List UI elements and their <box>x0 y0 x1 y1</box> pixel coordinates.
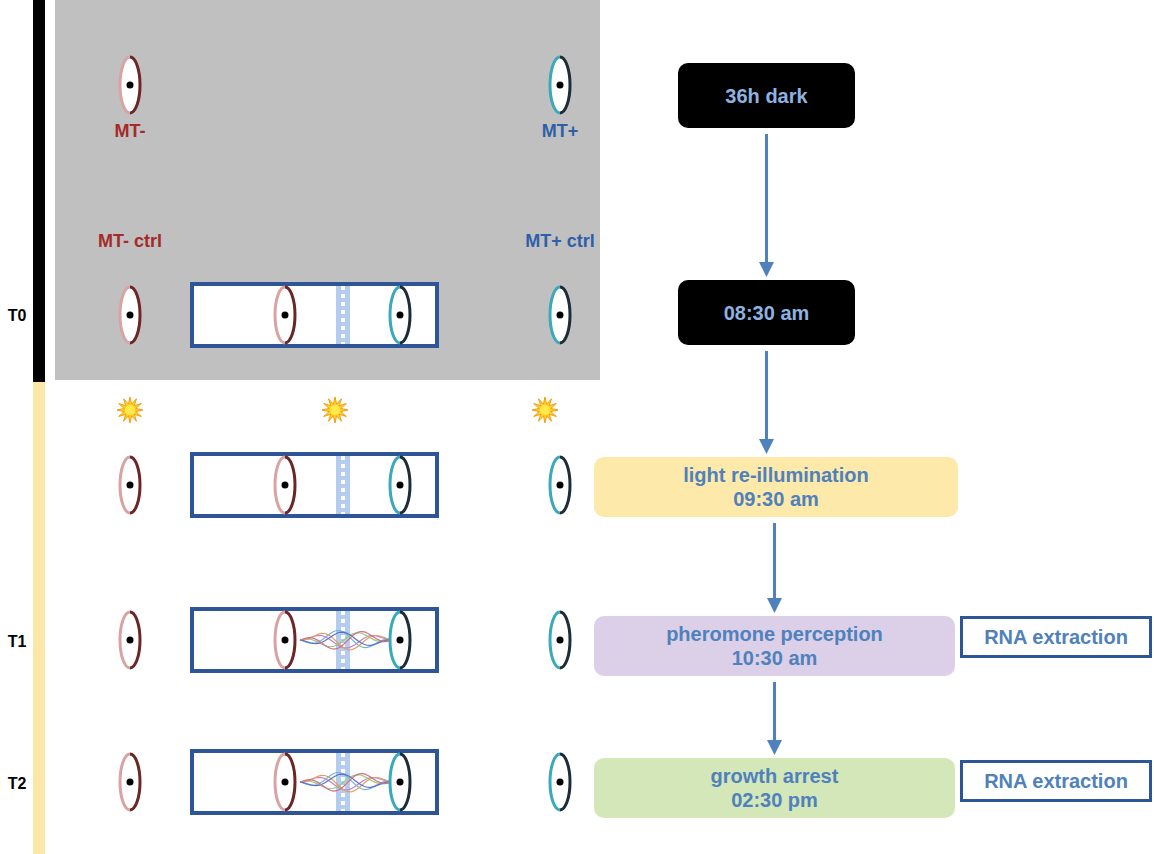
nucleus <box>397 637 404 644</box>
box-text: 08:30 am <box>724 301 810 325</box>
pheromone-signal <box>300 632 392 650</box>
co-culture-chamber <box>192 454 437 516</box>
step-box: growth arrest02:30 pm <box>594 758 955 818</box>
nucleus <box>127 82 134 89</box>
box-text: 09:30 am <box>733 487 819 511</box>
box-text: 36h dark <box>725 84 807 108</box>
nucleus <box>557 637 564 644</box>
nucleus <box>127 637 134 644</box>
strain-label: MT+ <box>542 121 579 142</box>
flow-arrow <box>765 351 768 451</box>
action-box: RNA extraction <box>960 760 1152 802</box>
nucleus <box>282 779 289 786</box>
flow-arrow <box>773 682 776 752</box>
sun-core <box>125 405 135 415</box>
cell <box>390 754 410 810</box>
sun-rays <box>117 397 143 423</box>
nucleus <box>282 482 289 489</box>
pheromone-signal <box>300 774 392 792</box>
box-text: RNA extraction <box>984 625 1128 649</box>
dark-phase-bar <box>33 0 45 382</box>
light-phase-bar <box>33 382 45 854</box>
sun-icon <box>322 397 348 423</box>
chamber-outline <box>192 284 437 346</box>
sun-rays <box>322 397 348 423</box>
box-text: pheromone perception <box>666 622 883 646</box>
cells <box>117 57 570 813</box>
cell <box>550 754 570 810</box>
box-text: 02:30 pm <box>731 788 818 812</box>
co-culture-chamber <box>192 609 437 671</box>
nucleus <box>397 312 404 319</box>
cell <box>550 612 570 668</box>
sun-core <box>330 405 340 415</box>
co-culture-chamber <box>192 284 437 346</box>
nucleus <box>557 312 564 319</box>
cell <box>120 287 140 343</box>
membrane-pores <box>341 456 345 514</box>
nucleus <box>127 779 134 786</box>
co-culture-chamber <box>192 751 437 813</box>
box-text: growth arrest <box>711 764 839 788</box>
membrane <box>336 286 350 344</box>
sun-icon <box>532 397 558 423</box>
box-text: light re-illumination <box>683 463 869 487</box>
time-label: T2 <box>8 775 27 793</box>
cell <box>120 754 140 810</box>
chamber-outline <box>192 751 437 813</box>
sun-icon <box>117 397 143 423</box>
cell <box>550 57 570 113</box>
control-label: MT- ctrl <box>98 231 162 252</box>
flow-arrow <box>773 523 776 610</box>
nucleus <box>557 482 564 489</box>
chamber-outline <box>192 609 437 671</box>
time-label: T1 <box>8 633 27 651</box>
cell <box>275 754 295 810</box>
cell <box>390 457 410 513</box>
flow-arrow <box>765 134 768 274</box>
dark-panel <box>55 0 600 380</box>
chamber-outline <box>192 454 437 516</box>
cell <box>275 612 295 668</box>
nucleus <box>127 482 134 489</box>
cell <box>390 612 410 668</box>
cell <box>120 457 140 513</box>
action-box: RNA extraction <box>960 616 1152 658</box>
control-label: MT+ ctrl <box>525 231 595 252</box>
cell <box>550 287 570 343</box>
cell <box>275 287 295 343</box>
nucleus <box>282 312 289 319</box>
sun-core <box>540 405 550 415</box>
step-box: pheromone perception10:30 am <box>594 616 955 676</box>
nucleus <box>397 779 404 786</box>
cell <box>120 612 140 668</box>
membrane <box>336 456 350 514</box>
step-box: light re-illumination09:30 am <box>594 457 958 517</box>
cell <box>120 57 140 113</box>
sun-rays <box>532 397 558 423</box>
cell <box>390 287 410 343</box>
nucleus <box>127 312 134 319</box>
box-text: RNA extraction <box>984 769 1128 793</box>
cell <box>275 457 295 513</box>
nucleus <box>557 82 564 89</box>
nucleus <box>397 482 404 489</box>
box-text: 10:30 am <box>732 646 818 670</box>
nucleus <box>282 637 289 644</box>
phase-box: 08:30 am <box>678 280 855 345</box>
phase-box: 36h dark <box>678 63 855 128</box>
cell <box>550 457 570 513</box>
nucleus <box>557 779 564 786</box>
time-label: T0 <box>8 307 27 325</box>
strain-label: MT- <box>115 121 146 142</box>
membrane-pores <box>341 286 345 344</box>
